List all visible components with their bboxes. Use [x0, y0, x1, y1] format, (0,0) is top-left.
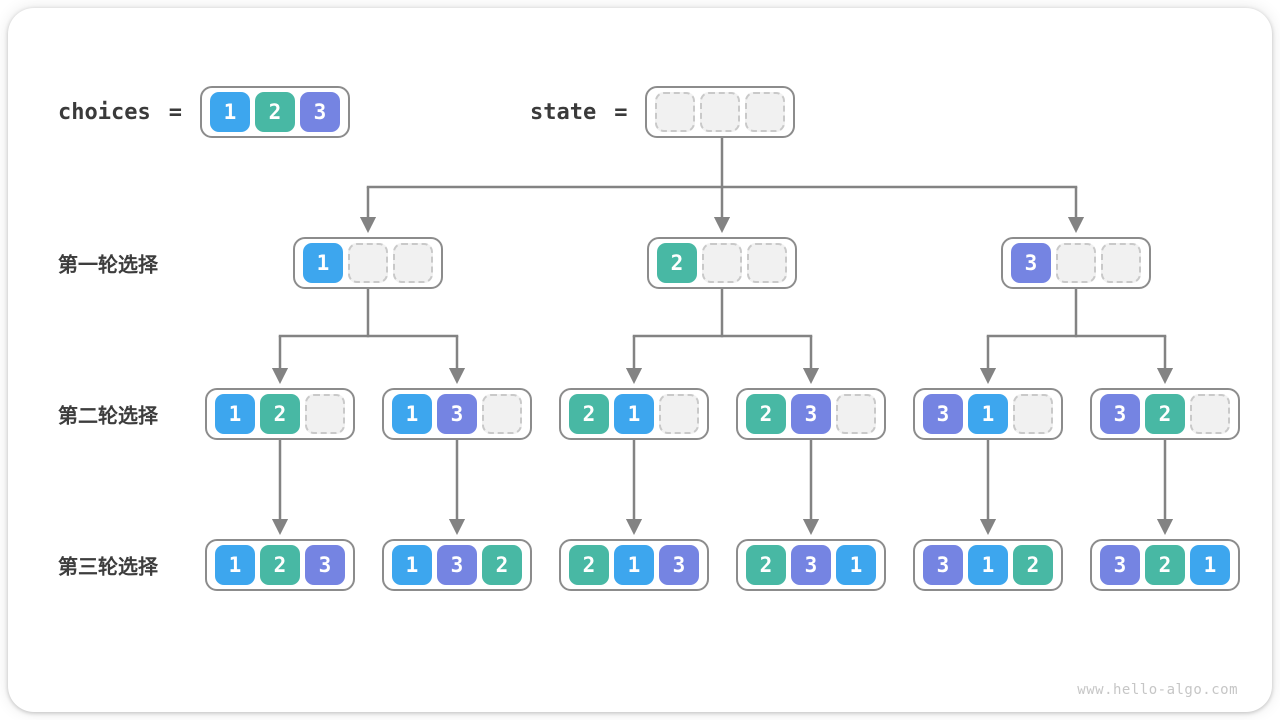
array-cell-filled: 3 — [791, 394, 831, 434]
array-cell-filled: 3 — [791, 545, 831, 585]
state-group: state = — [530, 86, 796, 138]
array-cell-filled: 3 — [305, 545, 345, 585]
array-cell-empty — [745, 92, 786, 132]
array-cell-empty — [305, 394, 345, 434]
array-cell-filled: 1 — [392, 545, 432, 585]
array-cell-filled: 3 — [659, 545, 699, 585]
array-cell-filled: 2 — [1145, 394, 1185, 434]
array-cell-filled: 3 — [1100, 545, 1140, 585]
array-cell-empty — [348, 243, 388, 283]
array-cell-filled: 2 — [1013, 545, 1053, 585]
choices-label: choices — [58, 99, 151, 125]
array-cell-filled: 3 — [1011, 243, 1051, 283]
array-cell-filled: 1 — [209, 92, 250, 132]
array-cell-filled: 1 — [1190, 545, 1230, 585]
array-cell-filled: 1 — [303, 243, 343, 283]
state-node: 3 — [1001, 237, 1151, 289]
array-cell-filled: 2 — [254, 92, 295, 132]
array-cell-filled: 1 — [836, 545, 876, 585]
array-cell-filled: 3 — [923, 545, 963, 585]
array-cell-filled: 3 — [923, 394, 963, 434]
array-cell-empty — [1056, 243, 1096, 283]
array-cell-filled: 3 — [437, 394, 477, 434]
watermark: www.hello-algo.com — [1077, 682, 1238, 698]
state-label: state — [530, 99, 597, 125]
array-cell-filled: 1 — [614, 394, 654, 434]
array-cell-empty — [393, 243, 433, 283]
array-cell-filled: 3 — [437, 545, 477, 585]
array-cell-empty — [836, 394, 876, 434]
array-cell-filled: 1 — [215, 545, 255, 585]
array-cell-filled: 2 — [482, 545, 522, 585]
array-cell-filled: 1 — [968, 545, 1008, 585]
array-cell-filled: 1 — [215, 394, 255, 434]
state-array — [645, 86, 796, 138]
choices-equals-sign: = — [168, 99, 182, 125]
array-cell-empty — [702, 243, 742, 283]
array-cell-empty — [1013, 394, 1053, 434]
array-cell-filled: 2 — [1145, 545, 1185, 585]
array-cell-filled: 2 — [569, 545, 609, 585]
array-cell-empty — [482, 394, 522, 434]
row-label: 第一轮选择 — [58, 254, 158, 277]
state-node: 2 — [647, 237, 797, 289]
array-cell-filled: 2 — [260, 394, 300, 434]
array-cell-filled: 1 — [614, 545, 654, 585]
array-cell-filled: 2 — [260, 545, 300, 585]
array-cell-empty — [700, 92, 741, 132]
array-cell-filled: 1 — [968, 394, 1008, 434]
row-label: 第二轮选择 — [58, 405, 158, 428]
array-cell-filled: 3 — [1100, 394, 1140, 434]
state-node: 1 — [293, 237, 443, 289]
array-cell-filled: 1 — [392, 394, 432, 434]
row-label: 第三轮选择 — [58, 556, 158, 579]
array-cell-empty — [1190, 394, 1230, 434]
array-cell-empty — [1101, 243, 1141, 283]
state-equals-sign: = — [614, 99, 628, 125]
array-cell-filled: 3 — [299, 92, 340, 132]
array-cell-filled: 2 — [657, 243, 697, 283]
array-cell-filled: 2 — [746, 545, 786, 585]
array-cell-filled: 2 — [746, 394, 786, 434]
array-cell-filled: 2 — [569, 394, 609, 434]
array-cell-empty — [659, 394, 699, 434]
array-cell-empty — [747, 243, 787, 283]
array-cell-empty — [655, 92, 696, 132]
